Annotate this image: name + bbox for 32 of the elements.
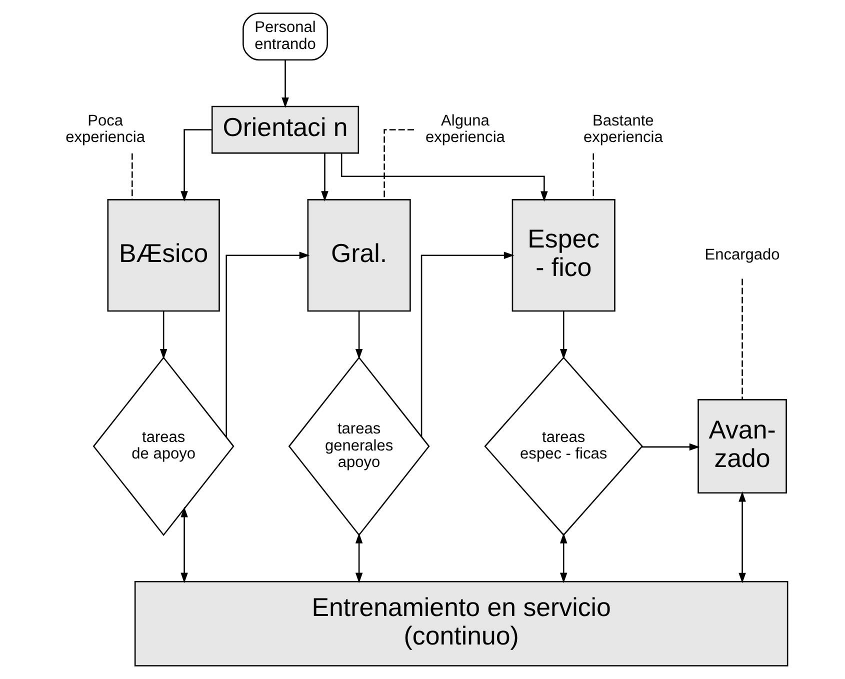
arrow <box>180 506 188 584</box>
node-diamond: tareas de apoyo <box>92 356 234 536</box>
arrow <box>642 443 700 451</box>
connector <box>592 153 594 200</box>
connector <box>132 153 133 200</box>
arrow <box>355 311 363 360</box>
node-text: Bastante experiencia <box>583 112 663 146</box>
node-box: Avan- zado <box>698 399 787 494</box>
node-diamond: tareas espec - ficas <box>484 356 644 536</box>
arrow <box>160 311 168 360</box>
node-text: Poca experiencia <box>66 112 145 146</box>
arrow <box>420 252 514 437</box>
node-box: Entrenamiento en servicio (continuo) <box>134 580 788 666</box>
arrow <box>340 154 548 202</box>
arrow <box>321 153 328 202</box>
arrow <box>226 252 310 438</box>
arrow <box>180 129 212 202</box>
node-box: BÆsico <box>107 199 220 312</box>
arrow <box>560 311 568 360</box>
node-box: Espec - fico <box>512 199 616 312</box>
arrow <box>738 491 746 584</box>
node-box: Gral. <box>307 199 411 312</box>
connector <box>384 129 414 200</box>
arrow <box>560 533 568 584</box>
node-diamond: tareas generales apoyo <box>288 356 430 536</box>
arrow <box>355 533 363 584</box>
connector <box>742 278 743 400</box>
node-text: Alguna experiencia <box>426 112 505 146</box>
arrow <box>282 60 289 108</box>
node-box: Personal entrando <box>242 12 328 60</box>
node-text: Encargado <box>704 246 780 264</box>
node-box: Orientaci n <box>211 106 360 154</box>
